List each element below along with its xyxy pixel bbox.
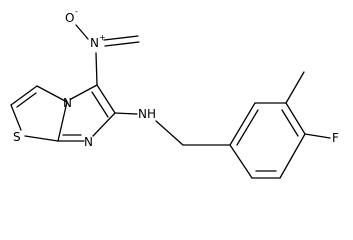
atom-n-ring: N: [84, 135, 93, 149]
bond-nbridge-c3: [36, 85, 68, 103]
bond-ar4-f: [304, 133, 331, 139]
bond-nplus-o-double-a: [103, 35, 139, 41]
atom-n-plus: N: [90, 36, 99, 50]
molecule-canvas: O - N + N N S NH F: [10, 7, 339, 179]
bond-c3-c2-double: [16, 92, 37, 108]
bond-nh-ch2: [155, 120, 184, 146]
bond-c6-nh: [114, 112, 138, 115]
bond-ar6-ar1: [229, 144, 253, 179]
atom-o-minus: O: [65, 11, 74, 25]
molecule-structure: O - N + N N S NH F: [10, 7, 339, 179]
atom-nh: NH: [138, 107, 156, 121]
bond-c2-s: [10, 104, 22, 131]
bond-ar3-ar4: [285, 102, 306, 135]
atom-s: S: [13, 130, 21, 144]
bond-ar1-ar2-double: [236, 109, 259, 146]
atom-f: F: [332, 131, 339, 145]
bond-nplus-o-double-b: [104, 41, 140, 47]
bond-ar3-ar4-double: [281, 109, 299, 137]
atom-n-plus-charge: +: [99, 33, 106, 42]
bond-ar4-ar5: [279, 133, 306, 179]
bond-c7a-nbridge: [57, 101, 68, 142]
atom-o-minus-charge: -: [75, 7, 78, 16]
bond-c5-c6-double: [91, 91, 109, 118]
bond-ar1-ar2: [229, 102, 256, 146]
atom-n-bridge: N: [63, 96, 72, 110]
bond-c5-c6: [96, 84, 116, 114]
bond-nplus-ominus: [75, 24, 89, 40]
bond-s-c7a: [24, 135, 59, 142]
bond-ar3-methyl: [285, 71, 305, 104]
bond-nbridge-c5: [70, 84, 98, 100]
bond-c3-c2: [10, 85, 38, 106]
bond-c5-nplus: [95, 52, 98, 86]
bond-c6-nring: [92, 112, 116, 137]
